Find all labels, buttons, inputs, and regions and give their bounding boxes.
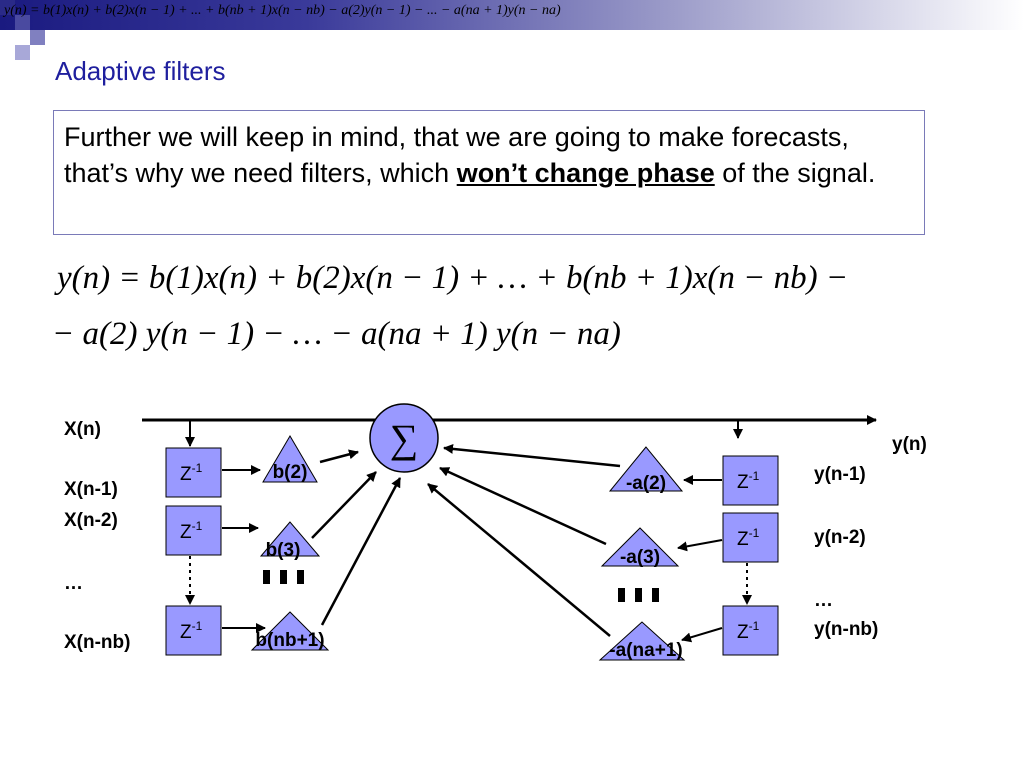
gain-triangle-a2 — [608, 446, 684, 492]
equation-line-2: − a(2) y(n − 1) − … − a(na + 1) y(n − na… — [52, 316, 621, 352]
decor-square — [30, 30, 45, 45]
gain-label-a3: -a(3) — [620, 547, 660, 568]
label-x-n: X(n) — [64, 419, 101, 440]
delay-box-right-1 — [722, 455, 779, 506]
arrow-gain-to-sum — [320, 477, 402, 626]
arrow-gain-to-sum-right — [427, 483, 611, 637]
slide-title: Adaptive filters — [55, 56, 226, 86]
delay-box-left-3 — [165, 605, 222, 656]
sum-symbol: ∑ — [390, 416, 419, 461]
arrow-gain-to-sum — [311, 471, 377, 539]
gain-label-b3: b(3) — [266, 540, 301, 561]
header-formula: y(n) = b(1)x(n) + b(2)x(n − 1) + ... + b… — [4, 3, 561, 18]
delay-box-right-3 — [722, 605, 779, 656]
gain-label-a2: -a(2) — [626, 473, 666, 494]
arrow-box-to-gain-right — [681, 627, 723, 643]
label-y-n: y(n) — [892, 434, 927, 455]
delay-label: Z-1 — [180, 461, 203, 485]
delay-box-left-1 — [165, 447, 222, 498]
label-y-n-nb: y(n-nb) — [814, 619, 878, 640]
decor-square — [0, 0, 15, 15]
gain-triangle-b3 — [259, 521, 321, 557]
label-y-n-2: y(n-2) — [814, 527, 866, 548]
arrow-gain-to-sum-right — [439, 466, 607, 546]
label-ellipsis-right: … — [814, 590, 833, 611]
gain-label-b2: b(2) — [273, 462, 308, 483]
label-x-n-2: X(n-2) — [64, 510, 118, 531]
delay-box-left-2 — [165, 505, 222, 556]
gain-triangle-ana — [598, 621, 686, 661]
delay-label: Z-1 — [180, 619, 203, 643]
ellipsis-mark-right — [652, 588, 659, 602]
label-ellipsis-left: … — [64, 573, 83, 594]
delay-label: Z-1 — [180, 519, 203, 543]
ellipsis-mark-right — [618, 588, 625, 602]
delay-label: Z-1 — [737, 469, 760, 493]
gain-triangle-b2 — [262, 435, 318, 483]
ellipsis-mark-left — [280, 570, 287, 584]
label-y-n-1: y(n-1) — [814, 464, 866, 485]
ellipsis-mark-right — [635, 588, 642, 602]
gain-label-bnb: b(nb+1) — [255, 630, 324, 651]
gain-triangle-bnb — [250, 611, 330, 651]
ellipsis-mark-left — [297, 570, 304, 584]
label-x-n-1: X(n-1) — [64, 479, 118, 500]
text-box: Further we will keep in mind, that we ar… — [53, 110, 925, 235]
arrow-box-to-gain-right — [677, 539, 723, 552]
ellipsis-mark-left — [263, 570, 270, 584]
arrow-gain-to-sum-right — [443, 443, 621, 468]
delay-label: Z-1 — [737, 619, 760, 643]
equation-line-1: y(n) = b(1)x(n) + b(2)x(n − 1) + … + b(n… — [57, 260, 849, 296]
header-bar — [0, 0, 1024, 30]
summing-node — [369, 403, 439, 473]
label-x-n-nb: X(n-nb) — [64, 632, 130, 653]
text-part-1: Further we will keep in mind, that we ar… — [64, 122, 849, 188]
decor-square — [15, 45, 30, 60]
delay-label: Z-1 — [737, 526, 760, 550]
arrow-gain-to-sum — [319, 449, 359, 464]
decor-square — [15, 15, 30, 30]
text-emphasis: won’t change phase — [456, 158, 715, 188]
delay-box-right-2 — [722, 512, 779, 563]
text-part-2: of the signal. — [714, 158, 876, 188]
gain-triangle-a3 — [600, 527, 680, 567]
gain-label-ana: -a(na+1) — [609, 640, 682, 661]
